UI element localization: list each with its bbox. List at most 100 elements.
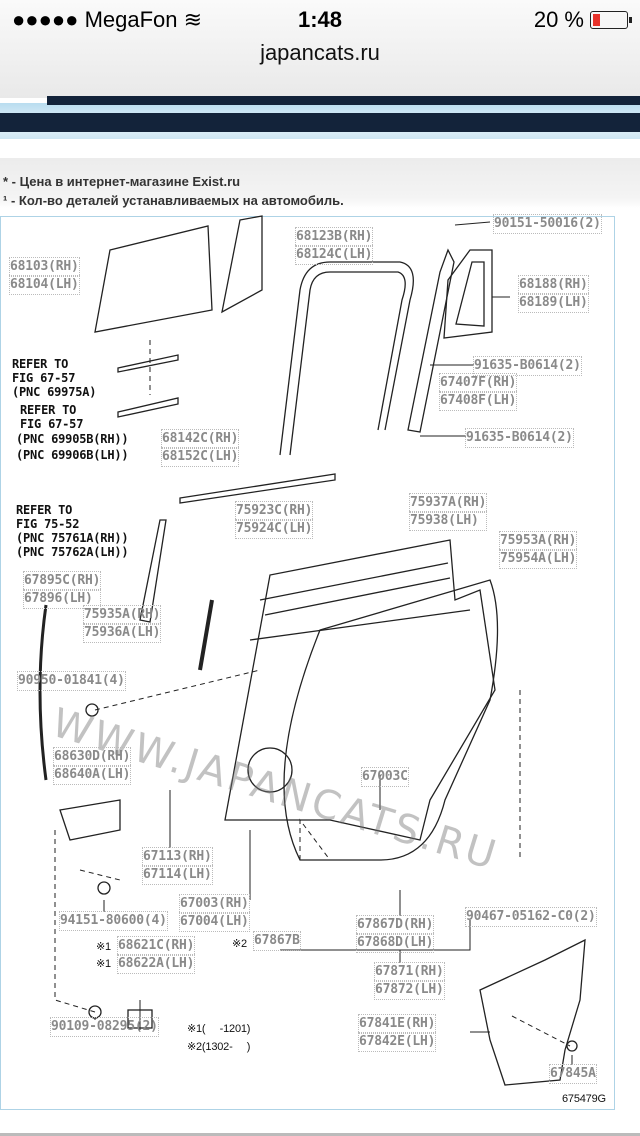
part-number[interactable]: 67871(RH): [374, 962, 445, 982]
part-label[interactable]: 67407F(RH)67408F(LH): [438, 373, 518, 411]
part-label[interactable]: 90109-08295(2): [50, 1017, 159, 1037]
part-label[interactable]: 67841E(RH)67842E(LH): [357, 1014, 437, 1052]
part-number[interactable]: 67872(LH): [374, 980, 445, 1000]
door-panel: [224, 539, 496, 841]
part-label[interactable]: 68630D(RH)68640A(LH): [52, 747, 132, 785]
part-number[interactable]: 75924C(LH): [234, 519, 314, 539]
part-number[interactable]: 67867D(RH): [355, 915, 435, 935]
part-number[interactable]: 90151-50016(2): [493, 214, 602, 234]
part-number[interactable]: 67407F(RH): [438, 373, 518, 393]
part-number[interactable]: 75938(LH): [408, 511, 488, 531]
part-label[interactable]: 67845A: [549, 1064, 597, 1084]
refer-line: REFER TO: [16, 503, 73, 517]
note-quantity: ¹ - Кол-во деталей устанавливаемых на ав…: [3, 193, 344, 208]
part-number[interactable]: 94151-80600(4): [59, 911, 168, 931]
part-number[interactable]: 68188(RH): [518, 275, 589, 295]
part-number[interactable]: 68189(LH): [518, 293, 589, 313]
part-label[interactable]: 91635-B0614(2): [465, 428, 574, 448]
part-label[interactable]: 94151-80600(4): [59, 911, 168, 931]
part-number[interactable]: 67004(LH): [179, 912, 250, 932]
part-label[interactable]: 68621C(RH)68622A(LH): [116, 936, 196, 974]
part-number[interactable]: 67003(RH): [179, 894, 250, 914]
part-number[interactable]: 68622A(LH): [116, 954, 196, 974]
status-bar: ●●●●● MegaFon ≋ 1:48 20 % japancats.ru: [0, 0, 640, 98]
refer-line: (PNC 69906B(LH)): [16, 448, 129, 462]
refer-line: (PNC 69975A): [12, 385, 97, 399]
part-label[interactable]: 68103(RH)68104(LH): [9, 257, 80, 295]
part-label[interactable]: 68123B(RH)68124C(LH): [294, 227, 374, 265]
part-number[interactable]: 75935A(RH): [82, 605, 162, 625]
part-number[interactable]: 67841E(RH): [357, 1014, 437, 1034]
glass-channel: [117, 354, 179, 418]
part-number[interactable]: 67114(LH): [142, 865, 213, 885]
address-bar[interactable]: japancats.ru: [260, 40, 380, 65]
site-nav-bar: [0, 113, 640, 132]
part-number[interactable]: 67896(LH): [22, 589, 102, 609]
part-number[interactable]: 67842E(LH): [357, 1032, 437, 1052]
part-number[interactable]: 75954A(LH): [498, 549, 578, 569]
leader-lines: [94, 221, 573, 1065]
part-number[interactable]: 68124C(LH): [294, 245, 374, 265]
part-label[interactable]: 67003C: [361, 767, 409, 787]
part-label[interactable]: 67867B: [253, 931, 301, 951]
part-number[interactable]: 68123B(RH): [294, 227, 374, 247]
part-number[interactable]: 68640A(LH): [52, 765, 132, 785]
part-number[interactable]: 68104(LH): [9, 275, 80, 295]
part-number[interactable]: 67845A: [549, 1064, 597, 1084]
part-number[interactable]: 75923C(RH): [234, 501, 314, 521]
part-number[interactable]: 90109-08295(2): [50, 1017, 159, 1037]
part-label[interactable]: 67003(RH)67004(LH): [179, 894, 250, 932]
part-label[interactable]: 67895C(RH)67896(LH): [22, 571, 102, 609]
part-number[interactable]: 67867B: [253, 931, 301, 951]
battery: 20 %: [533, 7, 632, 33]
part-label[interactable]: 75935A(RH)75936A(LH): [82, 605, 162, 643]
part-label[interactable]: 67113(RH)67114(LH): [142, 847, 213, 885]
part-number[interactable]: 68630D(RH): [52, 747, 132, 767]
part-number[interactable]: 68142C(RH): [160, 429, 240, 449]
wifi-icon: ≋: [183, 7, 203, 32]
battery-percent: 20 %: [533, 7, 584, 32]
garnish: [139, 519, 167, 623]
refer-line: REFER TO: [20, 403, 77, 417]
part-label[interactable]: 75923C(RH)75924C(LH): [234, 501, 314, 539]
battery-icon: [590, 11, 632, 29]
part-number[interactable]: 90467-05162-C0(2): [465, 907, 597, 927]
part-label[interactable]: 91635-B0614(2): [473, 356, 582, 376]
run-channel: [279, 261, 414, 456]
part-number[interactable]: 67868D(LH): [355, 933, 435, 953]
refer-line: REFER TO: [12, 357, 69, 371]
part-number[interactable]: 67895C(RH): [22, 571, 102, 591]
part-number[interactable]: 67113(RH): [142, 847, 213, 867]
weatherstrip: [38, 604, 48, 781]
part-label[interactable]: 90151-50016(2): [493, 214, 602, 234]
part-number[interactable]: 90950-01841(4): [17, 671, 126, 691]
part-number[interactable]: 75953A(RH): [498, 531, 578, 551]
part-label[interactable]: 75953A(RH)75954A(LH): [498, 531, 578, 569]
bottom-divider: [0, 1133, 640, 1136]
part-label[interactable]: 90950-01841(4): [17, 671, 126, 691]
part-number[interactable]: 68152C(LH): [160, 447, 240, 467]
part-label[interactable]: 75937A(RH)75938(LH): [408, 493, 488, 531]
part-label[interactable]: 67867D(RH)67868D(LH): [355, 915, 435, 953]
refer-line: (PNC 75762A(LH)): [16, 545, 129, 559]
part-label[interactable]: 90467-05162-C0(2): [465, 907, 597, 927]
part-number[interactable]: 91635-B0614(2): [473, 356, 582, 376]
refer-line: (PNC 75761A(RH)): [16, 531, 129, 545]
part-number[interactable]: 68103(RH): [9, 257, 80, 277]
part-number[interactable]: 67003C: [361, 767, 409, 787]
part-number[interactable]: 75936A(LH): [82, 623, 162, 643]
part-number[interactable]: 68621C(RH): [116, 936, 196, 956]
part-label[interactable]: 67871(RH)67872(LH): [374, 962, 445, 1000]
refer-note: (PNC 69905B(RH))(PNC 69906B(LH)): [16, 431, 129, 463]
center-pillar: [407, 248, 455, 433]
part-number[interactable]: 67408F(LH): [438, 391, 518, 411]
part-number[interactable]: 91635-B0614(2): [465, 428, 574, 448]
part-number[interactable]: 75937A(RH): [408, 493, 488, 513]
door-glass: [94, 225, 213, 333]
part-label[interactable]: 68142C(RH)68152C(LH): [160, 429, 240, 467]
part-label[interactable]: 68188(RH)68189(LH): [518, 275, 589, 313]
clock: 1:48: [297, 7, 343, 32]
